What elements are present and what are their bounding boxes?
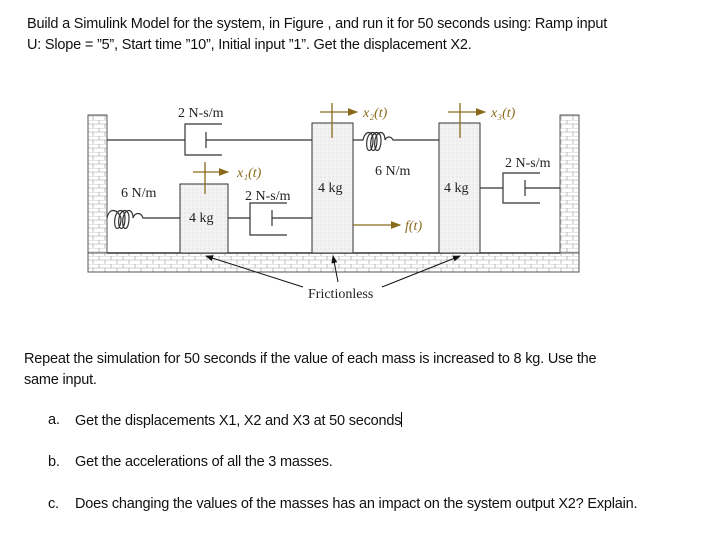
- x3-arrow: [448, 103, 487, 138]
- mass-1-label: 4 kg: [189, 211, 214, 226]
- mass-3: [438, 122, 481, 254]
- mass-3-label: 4 kg: [444, 181, 469, 196]
- x1-arrow: [193, 162, 230, 194]
- damper-mid: [228, 202, 312, 236]
- problem-line-2: U: Slope = ”5”, Start time ”10”, Initial…: [27, 37, 472, 53]
- spring-mid-label: 6 N/m: [375, 164, 411, 179]
- damper-top: [107, 123, 312, 156]
- frictionless-arrows: [205, 255, 461, 288]
- question-b-text: Get the accelerations of all the 3 masse…: [75, 454, 333, 470]
- damper-right: [480, 172, 560, 204]
- damper-right-label: 2 N-s/m: [505, 156, 551, 171]
- x2-label: x₂(t): [362, 106, 388, 121]
- damper-top-label: 2 N-s/m: [178, 106, 224, 121]
- spring-mid: [353, 131, 439, 152]
- repeat-line-2: same input.: [24, 372, 97, 388]
- spring-left: [106, 209, 180, 230]
- x1-label: x₁(t): [236, 166, 262, 181]
- frictionless-label: Frictionless: [308, 287, 373, 302]
- question-c-text: Does changing the values of the masses h…: [75, 496, 638, 512]
- mass-2: [311, 122, 354, 254]
- question-a-text: Get the displacements X1, X2 and X3 at 5…: [75, 413, 402, 429]
- question-b-marker: b.: [48, 454, 60, 470]
- spring-left-label: 6 N/m: [121, 186, 157, 201]
- question-a: Get the displacements X1, X2 and X3 at 5…: [75, 412, 403, 429]
- damper-mid-label: 2 N-s/m: [245, 189, 291, 204]
- x2-arrow: [320, 103, 359, 138]
- force-label: f(t): [405, 219, 422, 234]
- question-c-marker: c.: [48, 496, 59, 512]
- problem-line-1: Build a Simulink Model for the system, i…: [27, 16, 608, 32]
- mass-2-label: 4 kg: [318, 181, 343, 196]
- x3-label: x₃(t): [490, 106, 516, 121]
- question-a-marker: a.: [48, 412, 60, 428]
- text-cursor: [401, 412, 403, 427]
- repeat-line-1: Repeat the simulation for 50 seconds if …: [24, 351, 597, 367]
